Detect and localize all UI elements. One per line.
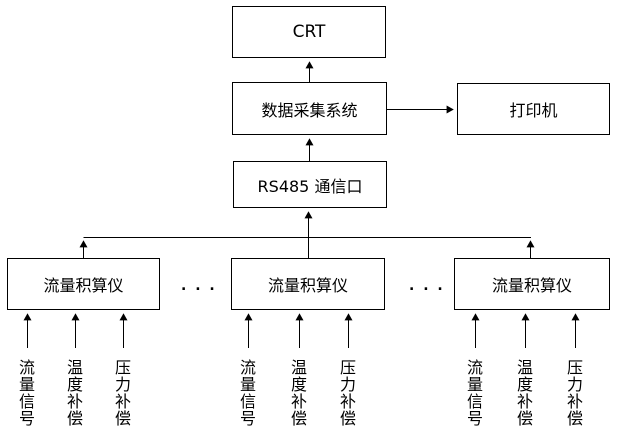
input-label-pressure-comp-1: 压力补偿 bbox=[114, 358, 131, 428]
node-printer: 打印机 bbox=[457, 83, 610, 135]
node-flow-totalizer-2: 流量积算仪 bbox=[231, 258, 385, 310]
node-daq-label: 数据采集系统 bbox=[261, 100, 358, 120]
node-rs485-label: RS485 通信口 bbox=[257, 176, 363, 196]
ellipsis-dots-2: . . . bbox=[409, 278, 445, 294]
node-flow-totalizer-2-label: 流量积算仪 bbox=[267, 276, 348, 295]
node-flow-totalizer-3-label: 流量积算仪 bbox=[491, 276, 572, 295]
node-flow-totalizer-1-label: 流量积算仪 bbox=[43, 276, 124, 295]
input-label-pressure-comp-2: 压力补偿 bbox=[339, 358, 356, 428]
node-crt: CRT bbox=[232, 6, 386, 58]
input-label-flow-signal-3: 流量信号 bbox=[466, 358, 483, 428]
node-flow-totalizer-1: 流量积算仪 bbox=[7, 258, 160, 310]
input-label-flow-signal-1: 流量信号 bbox=[18, 358, 35, 428]
node-printer-label: 打印机 bbox=[509, 101, 558, 120]
node-data-acquisition-system: 数据采集系统 bbox=[232, 82, 387, 135]
input-label-temp-comp-1: 温度补偿 bbox=[66, 358, 83, 428]
node-flow-totalizer-3: 流量积算仪 bbox=[454, 258, 610, 310]
node-rs485-port: RS485 通信口 bbox=[233, 161, 387, 208]
input-label-temp-comp-2: 温度补偿 bbox=[290, 358, 307, 428]
ellipsis-dots-1: . . . bbox=[181, 278, 217, 294]
input-label-temp-comp-3: 温度补偿 bbox=[516, 358, 533, 428]
input-label-flow-signal-2: 流量信号 bbox=[239, 358, 256, 428]
node-crt-label: CRT bbox=[292, 22, 326, 42]
input-label-pressure-comp-3: 压力补偿 bbox=[566, 358, 583, 428]
